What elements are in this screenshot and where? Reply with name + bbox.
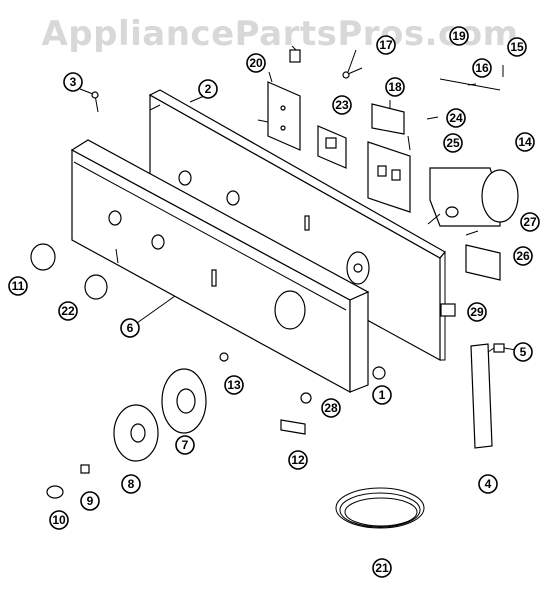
callout-23: 23 bbox=[332, 95, 352, 115]
callout-18: 18 bbox=[385, 77, 405, 97]
svg-text:25: 25 bbox=[446, 136, 460, 150]
svg-text:10: 10 bbox=[52, 513, 66, 527]
svg-text:19: 19 bbox=[452, 29, 466, 43]
svg-text:28: 28 bbox=[324, 401, 338, 415]
svg-text:4: 4 bbox=[485, 477, 492, 491]
wire-harness bbox=[335, 487, 425, 529]
svg-text:1: 1 bbox=[379, 388, 386, 402]
svg-text:11: 11 bbox=[12, 279, 25, 293]
knobs bbox=[30, 243, 306, 499]
callout-25: 25 bbox=[443, 133, 463, 153]
callout-22: 22 bbox=[58, 301, 78, 321]
leader-lines bbox=[79, 45, 517, 353]
callout-9: 9 bbox=[80, 491, 100, 511]
callout-4: 4 bbox=[478, 474, 498, 494]
callout-16: 16 bbox=[472, 58, 492, 78]
callout-2: 2 bbox=[198, 79, 218, 99]
svg-text:26: 26 bbox=[516, 249, 530, 263]
callout-24: 24 bbox=[446, 108, 466, 128]
svg-text:16: 16 bbox=[475, 61, 489, 75]
callout-11: 11 bbox=[8, 276, 28, 296]
callout-27: 27 bbox=[520, 212, 540, 232]
svg-text:23: 23 bbox=[335, 98, 349, 112]
callout-3: 3 bbox=[63, 72, 83, 92]
callout-7: 7 bbox=[175, 435, 195, 455]
svg-text:18: 18 bbox=[388, 80, 402, 94]
callout-12: 12 bbox=[288, 450, 308, 470]
callout-29: 29 bbox=[467, 302, 487, 322]
callout-28: 28 bbox=[321, 398, 341, 418]
svg-text:21: 21 bbox=[375, 561, 389, 575]
callout-20: 20 bbox=[246, 53, 266, 73]
svg-text:7: 7 bbox=[182, 438, 189, 452]
callout-1: 1 bbox=[372, 385, 392, 405]
svg-text:9: 9 bbox=[87, 494, 94, 508]
callout-21: 21 bbox=[372, 558, 392, 578]
svg-text:3: 3 bbox=[70, 75, 77, 89]
svg-text:20: 20 bbox=[249, 56, 263, 70]
svg-text:6: 6 bbox=[127, 321, 134, 335]
svg-text:22: 22 bbox=[61, 304, 75, 318]
callout-17: 17 bbox=[376, 35, 396, 55]
screws bbox=[91, 67, 479, 404]
svg-text:15: 15 bbox=[510, 40, 524, 54]
svg-text:5: 5 bbox=[520, 345, 527, 359]
callout-15: 15 bbox=[507, 37, 527, 57]
callout-5: 5 bbox=[513, 342, 533, 362]
svg-text:14: 14 bbox=[518, 135, 532, 149]
svg-text:2: 2 bbox=[205, 82, 212, 96]
callout-26: 26 bbox=[513, 246, 533, 266]
callout-10: 10 bbox=[49, 510, 69, 530]
callout-14: 14 bbox=[515, 132, 535, 152]
callout-13: 13 bbox=[224, 375, 244, 395]
svg-text:17: 17 bbox=[379, 38, 393, 52]
svg-text:27: 27 bbox=[523, 215, 537, 229]
svg-text:8: 8 bbox=[128, 477, 135, 491]
callout-8: 8 bbox=[121, 474, 141, 494]
callout-19: 19 bbox=[449, 26, 469, 46]
watermark-logo: AppliancePartsPros.com bbox=[41, 14, 519, 54]
svg-text:13: 13 bbox=[227, 378, 241, 392]
front-panel bbox=[70, 139, 370, 394]
callout-6: 6 bbox=[120, 318, 140, 338]
svg-text:12: 12 bbox=[291, 453, 305, 467]
svg-text:24: 24 bbox=[449, 111, 463, 125]
timer-switch-parts bbox=[257, 49, 519, 449]
svg-text:29: 29 bbox=[470, 305, 484, 319]
